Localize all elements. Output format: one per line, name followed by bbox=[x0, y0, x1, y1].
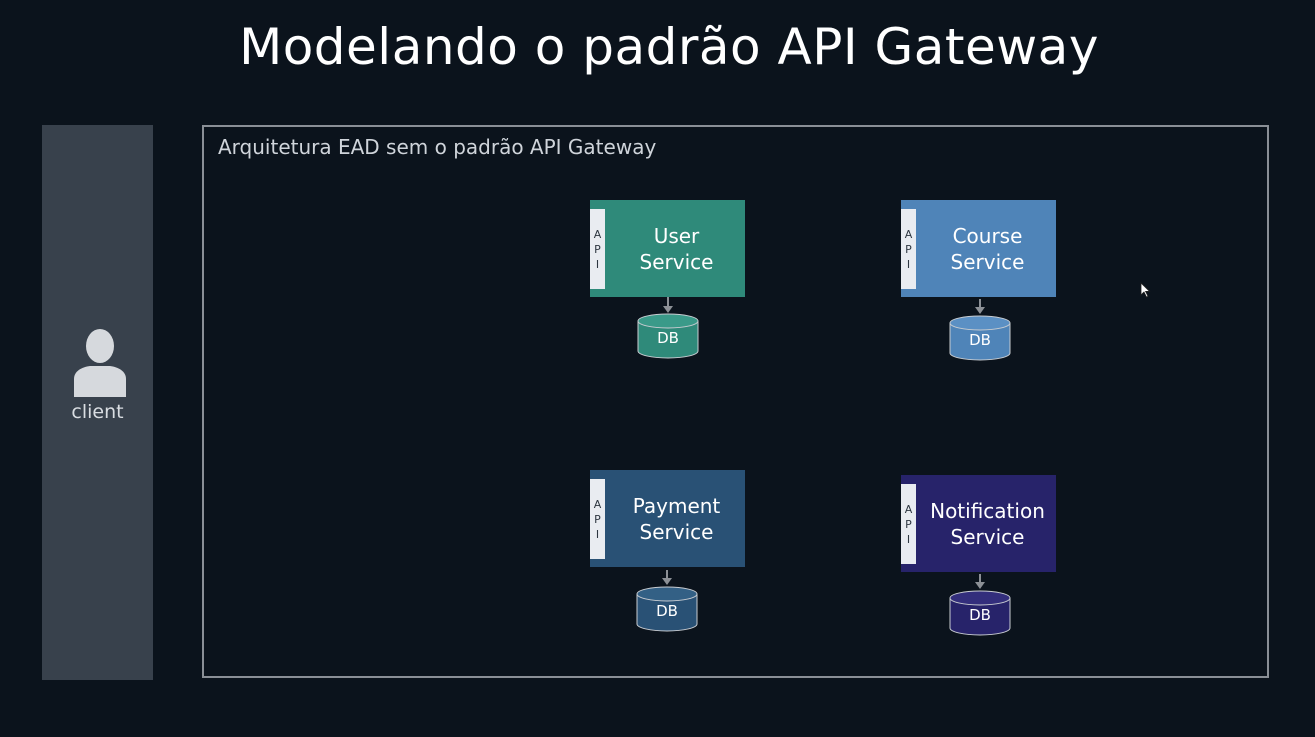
database-icon bbox=[636, 586, 698, 632]
connector-arrow bbox=[975, 299, 985, 314]
connector-arrow bbox=[975, 574, 985, 589]
payment-db: DB bbox=[636, 586, 698, 632]
service-name: Course Service bbox=[950, 223, 1025, 274]
database-icon bbox=[949, 315, 1011, 361]
payment-service-box: A P I Payment Service bbox=[590, 470, 745, 567]
client-panel: client bbox=[42, 125, 153, 680]
api-tab: A P I bbox=[901, 209, 916, 289]
api-tab: A P I bbox=[901, 484, 916, 564]
frame-title: Arquitetura EAD sem o padrão API Gateway bbox=[218, 135, 657, 159]
api-letter-p: P bbox=[905, 242, 912, 256]
api-tab: A P I bbox=[590, 209, 605, 289]
service-name: User Service bbox=[639, 223, 714, 274]
api-letter-i: I bbox=[906, 257, 911, 271]
notification-db: DB bbox=[949, 590, 1011, 636]
course-db: DB bbox=[949, 315, 1011, 361]
api-tab: A P I bbox=[590, 479, 605, 559]
api-letter-p: P bbox=[905, 517, 912, 531]
api-letter-i: I bbox=[906, 532, 911, 546]
user-icon bbox=[74, 329, 126, 397]
api-letter-a: A bbox=[593, 227, 602, 241]
user-service-box: A P I User Service bbox=[590, 200, 745, 297]
mouse-cursor-icon bbox=[1140, 282, 1151, 298]
api-letter-a: A bbox=[904, 227, 913, 241]
notification-service-box: A P I Notification Service bbox=[901, 475, 1056, 572]
user-db: DB bbox=[637, 313, 699, 359]
course-service-box: A P I Course Service bbox=[901, 200, 1056, 297]
connector-arrow bbox=[663, 297, 673, 313]
architecture-frame: Arquitetura EAD sem o padrão API Gateway bbox=[202, 125, 1269, 678]
database-icon bbox=[949, 590, 1011, 636]
api-letter-a: A bbox=[904, 502, 913, 516]
db-label: DB bbox=[657, 329, 679, 347]
client-label: client bbox=[71, 401, 124, 423]
api-letter-i: I bbox=[595, 257, 600, 271]
db-label: DB bbox=[969, 331, 991, 349]
api-letter-a: A bbox=[593, 497, 602, 511]
slide-title: Modelando o padrão API Gateway bbox=[239, 18, 1099, 76]
api-letter-p: P bbox=[594, 242, 601, 256]
connector-arrow bbox=[662, 570, 672, 585]
api-letter-i: I bbox=[595, 527, 600, 541]
service-name: Payment Service bbox=[632, 493, 721, 544]
api-letter-p: P bbox=[594, 512, 601, 526]
database-icon bbox=[637, 313, 699, 359]
service-name: Notification Service bbox=[930, 498, 1045, 549]
db-label: DB bbox=[656, 602, 678, 620]
db-label: DB bbox=[969, 606, 991, 624]
